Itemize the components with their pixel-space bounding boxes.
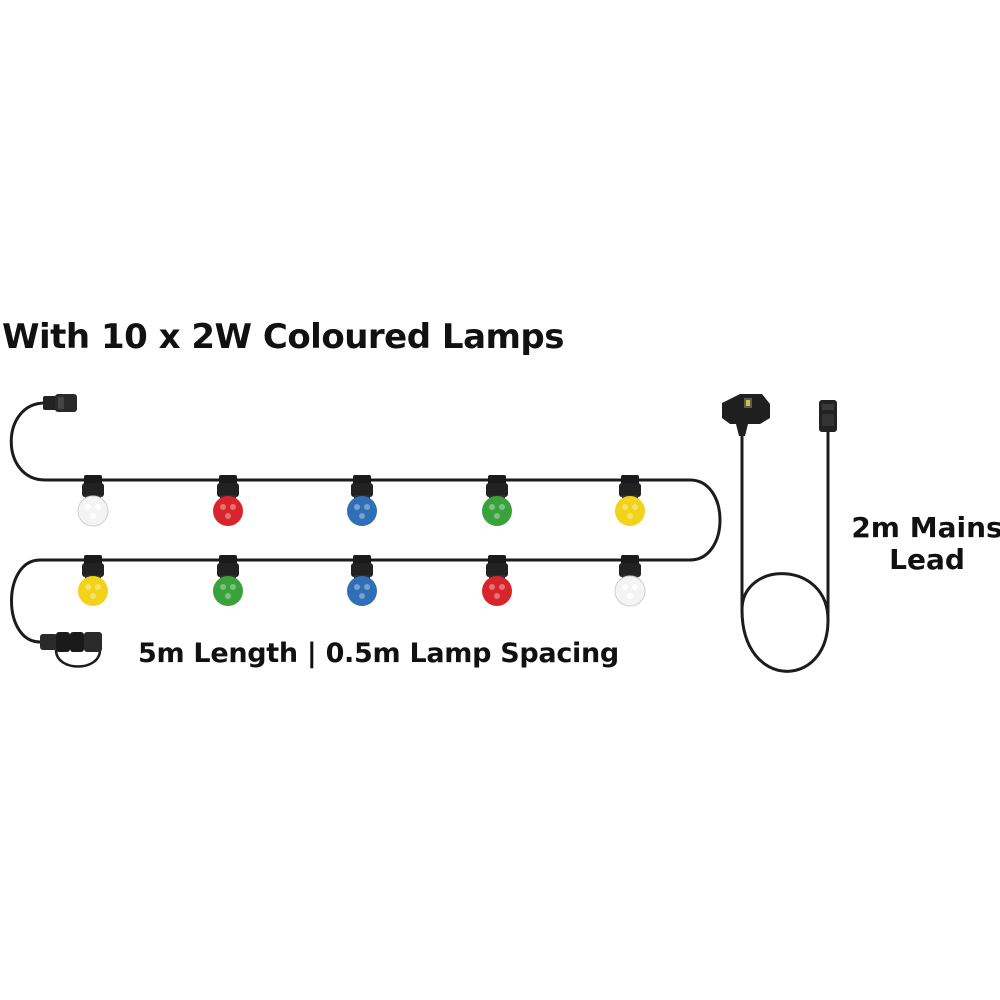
lamp-bottom-3-blue bbox=[347, 555, 377, 606]
lamp-bottom-1-yellow bbox=[78, 555, 108, 606]
lamp-top-2-red bbox=[213, 475, 243, 526]
mains-lead bbox=[722, 394, 837, 673]
mains-lead-label-line-2: Lead bbox=[889, 543, 965, 577]
lamp-top-5-yellow bbox=[615, 475, 645, 526]
length-spacing-label: 5m Length | 0.5m Lamp Spacing bbox=[138, 638, 619, 669]
mains-lead-label: 2m Mains Lead bbox=[842, 511, 1000, 577]
end-cap-icon bbox=[40, 632, 102, 668]
lamp-bottom-5-white bbox=[614, 555, 646, 607]
cable-connector-icon bbox=[819, 400, 837, 432]
festoon-cable bbox=[9, 401, 722, 644]
mains-lead-label-line-1: 2m Mains bbox=[851, 511, 1000, 544]
lamp-top-3-blue bbox=[347, 475, 377, 526]
lamp-top-1-white bbox=[77, 475, 109, 527]
diagram-title: With 10 x 2W Coloured Lamps bbox=[2, 317, 565, 357]
uk-plug-icon bbox=[722, 394, 770, 436]
lamp-bottom-4-red bbox=[482, 555, 512, 606]
start-connector-icon bbox=[43, 394, 77, 412]
mains-lead-cable bbox=[740, 425, 830, 673]
lamps-layer bbox=[77, 475, 646, 607]
lamp-bottom-2-green bbox=[213, 555, 243, 606]
lamp-top-4-green bbox=[482, 475, 512, 526]
